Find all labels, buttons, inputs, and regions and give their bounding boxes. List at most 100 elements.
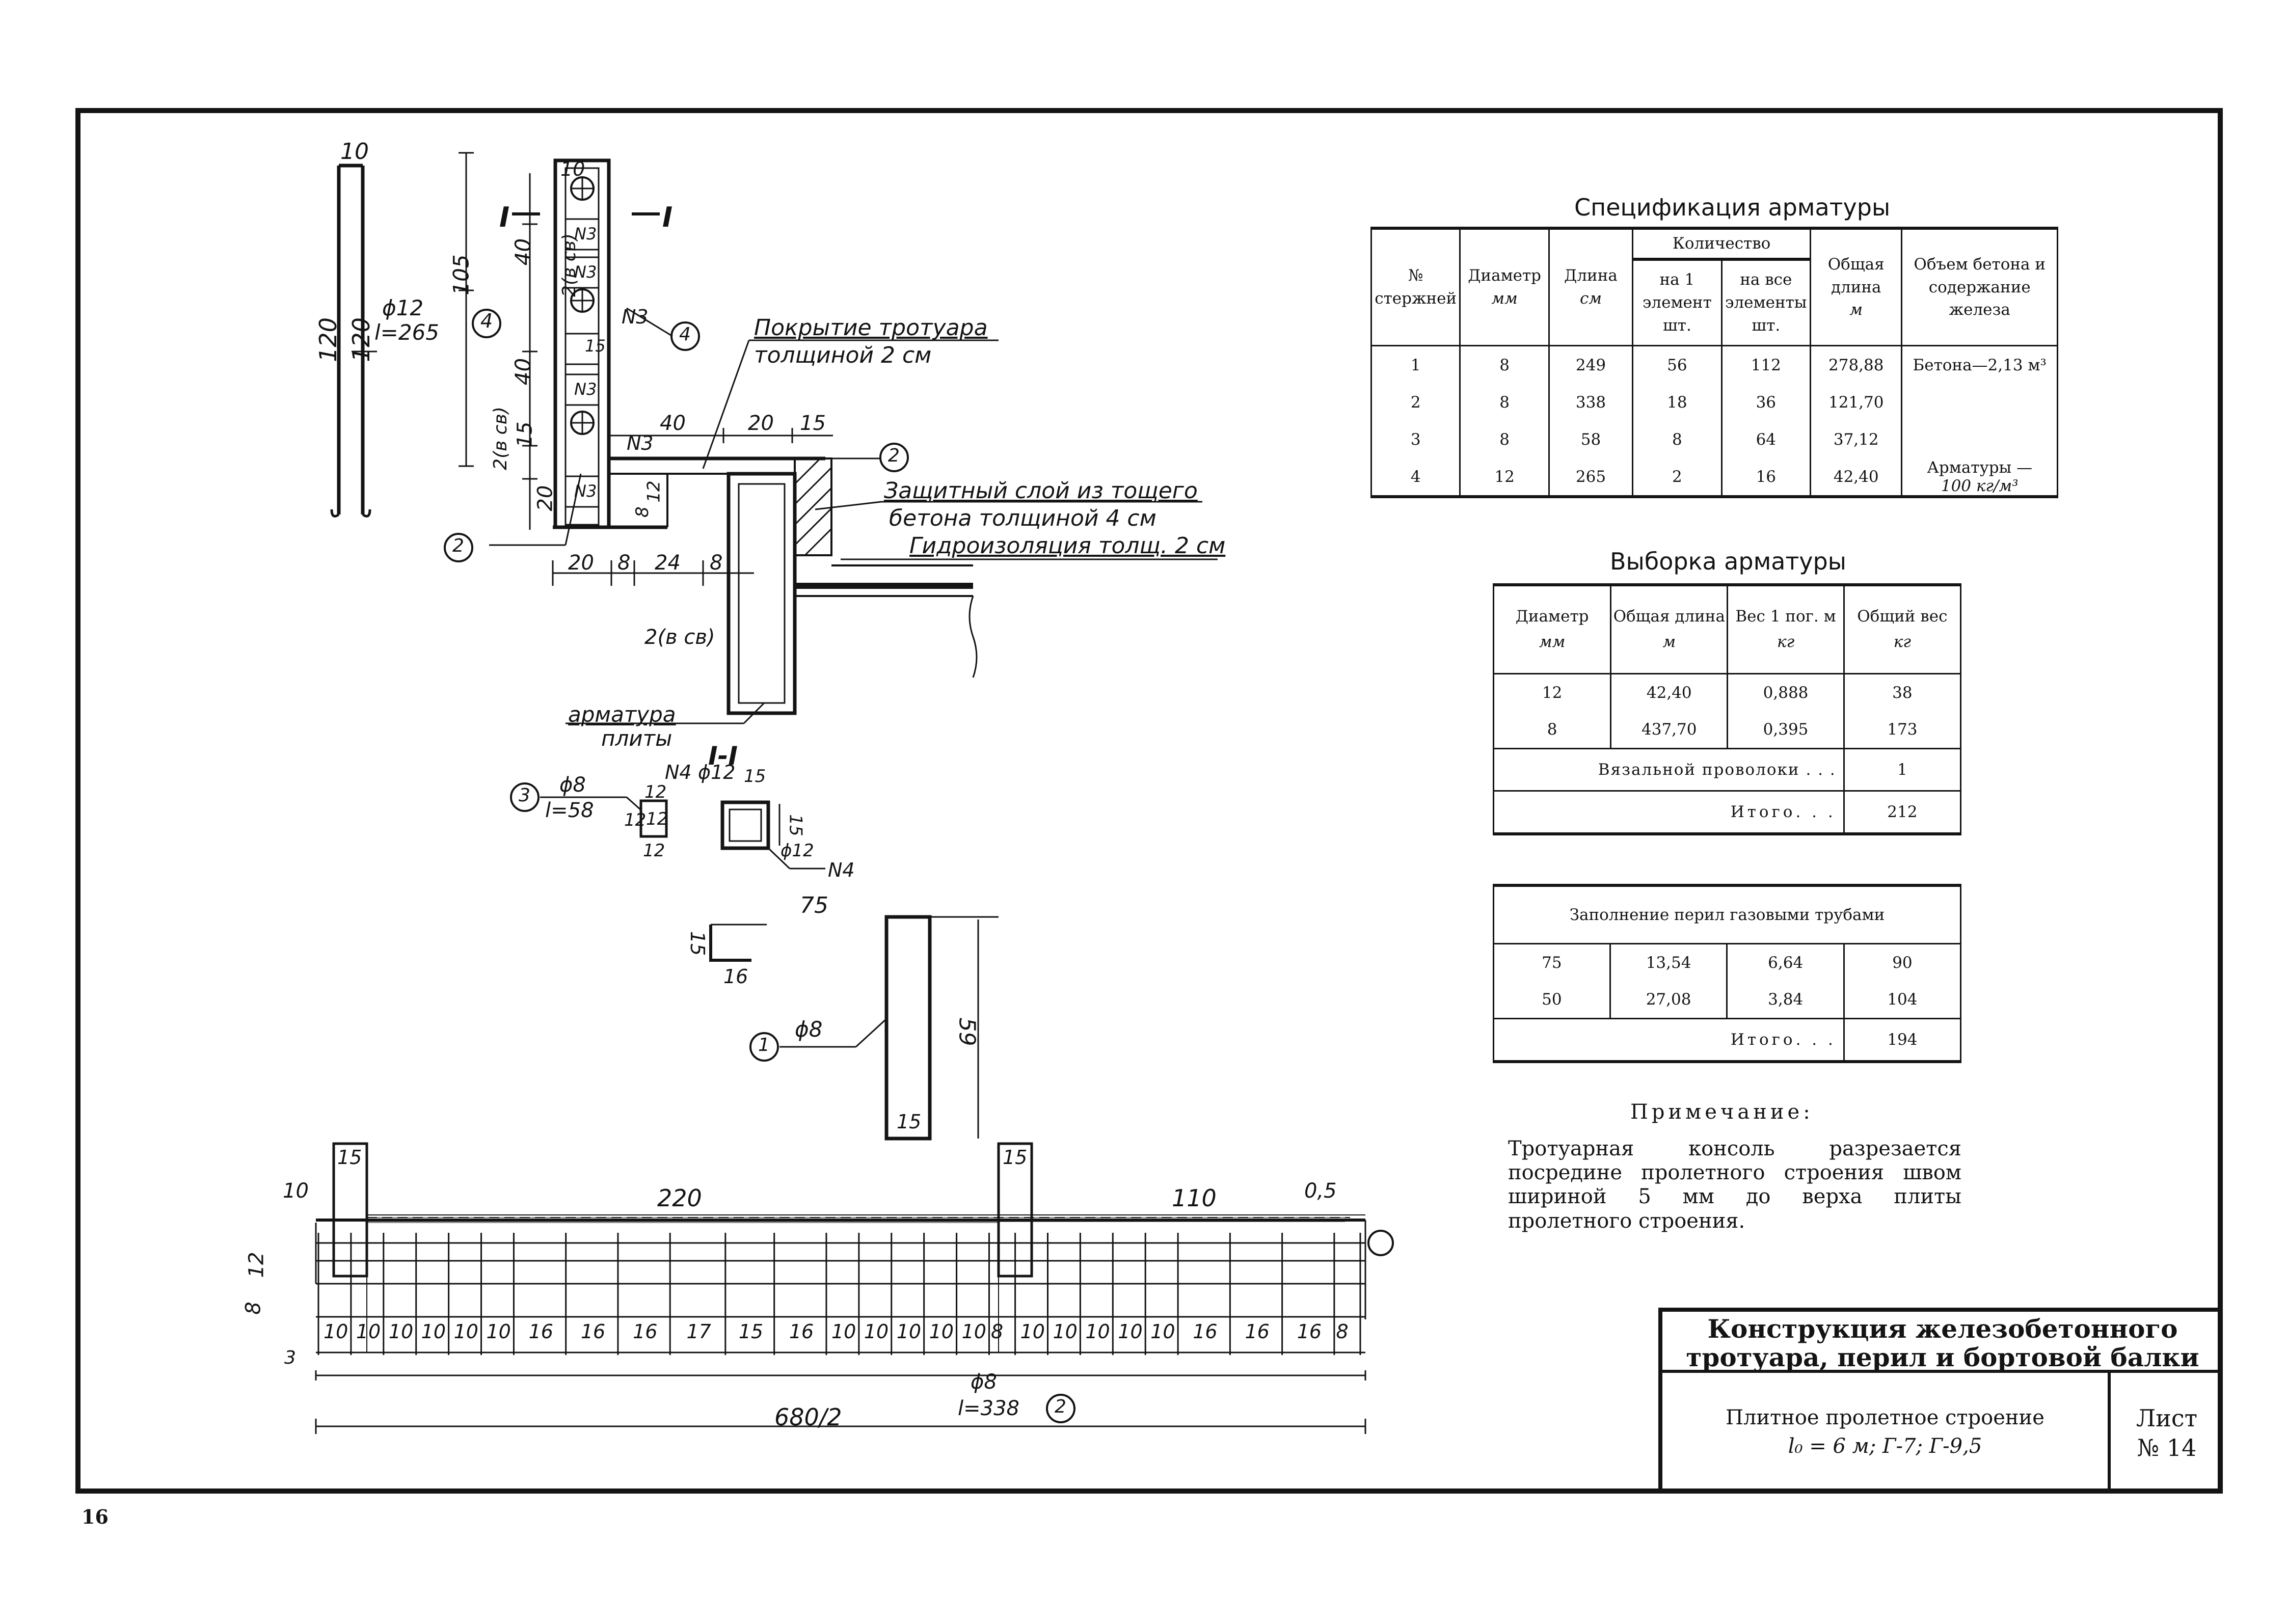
stirrup-dim-top: 15 xyxy=(744,766,766,787)
drawing-frame xyxy=(75,108,2223,1494)
dim-20-top: 20 xyxy=(748,412,774,435)
bar3-mark: 3 xyxy=(519,785,530,806)
bar3-diameter: ϕ8 xyxy=(559,773,586,797)
spec-title: Спецификация арматуры xyxy=(1574,194,1891,221)
section-mark-left: I xyxy=(499,201,510,233)
spec-steel: Арматуры —100 кг/м³ xyxy=(1901,458,2058,498)
bottom-dim-label: 10 xyxy=(961,1320,986,1343)
bottom-dim-label: 10 xyxy=(1053,1320,1078,1343)
perila-title: Заполнение перил газовыми трубами xyxy=(1493,884,1961,944)
mark-2-circle-left: 2 xyxy=(452,535,464,556)
bar4-top-dim: 10 xyxy=(340,139,369,165)
bar1-dim-15: 15 xyxy=(897,1111,922,1133)
dim-40-lower: 40 xyxy=(510,358,536,386)
spec-col-num: № стержней xyxy=(1370,227,1461,346)
dim-8-bottom-a: 8 xyxy=(617,551,631,575)
bar4-length: l=265 xyxy=(374,320,440,345)
vyborka-title: Выборка арматуры xyxy=(1610,548,1846,575)
page-number: 16 xyxy=(82,1505,109,1528)
dim-24-bottom: 24 xyxy=(655,551,681,575)
vyb-total-value: 212 xyxy=(1843,790,1962,835)
bar1-dim-59: 59 xyxy=(954,1017,980,1046)
bottom-dim-label: 16 xyxy=(528,1320,553,1343)
bar2-length: l=338 xyxy=(958,1397,1019,1420)
mark-n3-2: N3 xyxy=(574,262,597,282)
bottom-dim-label: 17 xyxy=(686,1320,711,1343)
title-block-subtitle: Плитное пролетное строение l₀ = 6 м; Г-7… xyxy=(1662,1373,2111,1494)
mark-n3-4: N3 xyxy=(574,481,597,501)
mark-4-circle: 4 xyxy=(679,324,691,345)
bottom-dim-label: 16 xyxy=(1193,1320,1218,1343)
bar1-mark: 1 xyxy=(758,1035,770,1055)
dim-10-top: 10 xyxy=(560,158,585,180)
mark-15: 15 xyxy=(585,336,606,356)
bottom-dim-label: 10 xyxy=(453,1320,478,1343)
bottom-dim-label: 10 xyxy=(896,1320,922,1343)
bottom-dim-label: 10 xyxy=(486,1320,511,1343)
bottom-dim-label: 10 xyxy=(831,1320,856,1343)
table-row: Итого. . . 194 xyxy=(1493,1018,1962,1063)
vyb-total-label: Итого. . . xyxy=(1493,790,1845,835)
mark-n3-horizontal: N3 xyxy=(627,432,654,454)
callout-sidewalk-2: толщиной 2 см xyxy=(754,342,932,368)
bar3-dim-left: 12 xyxy=(624,810,647,830)
bottom-dim-label: 10 xyxy=(1150,1320,1175,1343)
vyb-wire-label: Вязальной проволоки . . . xyxy=(1493,748,1845,792)
stirrup-dim-right: 15 xyxy=(785,814,806,836)
bottom-dim-label: 16 xyxy=(580,1320,606,1343)
bar3-dim-bottom: 12 xyxy=(643,841,665,861)
bar4-height-dim: 120 xyxy=(314,317,342,362)
title-block-sheet: Лист № 14 xyxy=(2136,1404,2198,1461)
bottom-dim-label: 16 xyxy=(789,1320,814,1343)
bar1-dim-15-hook: 15 xyxy=(686,931,709,956)
spec-col-all-elements: на все элементы шт. xyxy=(1720,258,1812,346)
callout-slab-rebar: арматура xyxy=(568,702,676,727)
stirrup-diameter: ϕ12 xyxy=(698,761,736,783)
dim-15-left: 15 xyxy=(513,421,537,448)
bottom-dim-label: 16 xyxy=(633,1320,658,1343)
bottom-dim-label: 10 xyxy=(1085,1320,1110,1343)
long-dim-3: 3 xyxy=(284,1347,296,1368)
bottom-dim-label: 10 xyxy=(1118,1320,1143,1343)
dim-40-upper: 40 xyxy=(510,238,536,266)
bottom-dim-label: 10 xyxy=(323,1320,348,1343)
bottom-dim-label: 10 xyxy=(929,1320,954,1343)
dim-8-small: 8 xyxy=(632,506,653,518)
long-dim-8-left: 8 xyxy=(241,1302,265,1315)
bottom-dim-label: 8 xyxy=(991,1320,1004,1343)
long-total: 680/2 xyxy=(774,1403,842,1431)
bottom-dim-label: 10 xyxy=(388,1320,414,1343)
callout-protect: Защитный слой из тощего xyxy=(884,478,1198,504)
dim-12-small: 12 xyxy=(643,480,664,503)
bar2-mark: 2 xyxy=(1055,1396,1066,1417)
long-dim-110: 110 xyxy=(1172,1184,1217,1212)
table-row: Итого. . . 212 xyxy=(1493,790,1962,835)
mark-n3-1: N3 xyxy=(574,224,597,243)
bar3-dim-inner: 12 xyxy=(646,809,668,829)
long-dim-05: 0,5 xyxy=(1304,1179,1337,1203)
spec-col-volume: Объем бетона и содержание железа xyxy=(1901,227,2058,346)
callout-sidewalk: Покрытие тротуара xyxy=(754,315,988,341)
long-dim-15-left: 15 xyxy=(337,1146,362,1169)
note-heading: Примечание: xyxy=(1630,1100,1814,1124)
perila-total-value: 194 xyxy=(1843,1018,1962,1063)
stirrup-bar-diam: ϕ12 xyxy=(781,841,814,861)
detail-II-title: I-I xyxy=(708,741,738,771)
dim-40-top: 40 xyxy=(660,412,686,435)
vyb-wire-value: 1 xyxy=(1843,748,1962,792)
spec-col-quantity: Количество xyxy=(1632,227,1812,260)
bottom-dim-label: 10 xyxy=(356,1320,381,1343)
bottom-dim-label: 16 xyxy=(1245,1320,1270,1343)
